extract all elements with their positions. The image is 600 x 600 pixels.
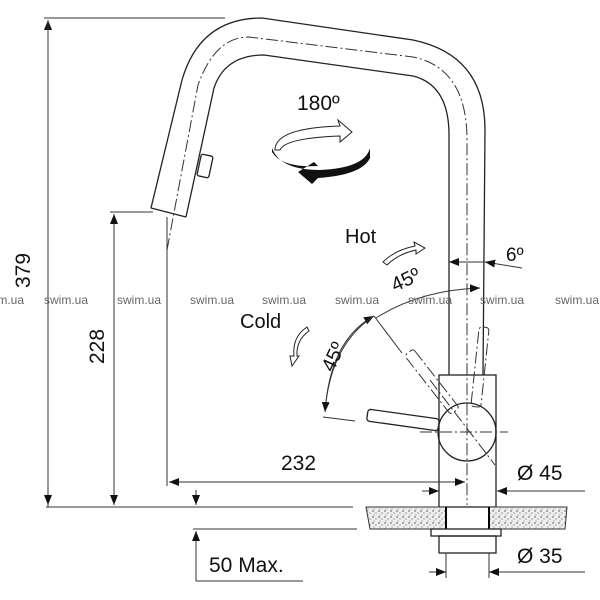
dimension-lines <box>44 17 585 582</box>
watermark: swim.ua <box>0 293 24 307</box>
hot-arrow-icon <box>382 241 426 266</box>
rotation-label: 180º <box>297 92 340 115</box>
rotation-arrow-icon <box>272 118 370 184</box>
watermark: swim.ua <box>335 293 379 307</box>
lever-up <box>470 326 490 408</box>
lever-open <box>405 349 459 414</box>
cold-label: Cold <box>240 311 281 333</box>
lever-closed <box>366 408 440 432</box>
reach-label: 232 <box>281 452 316 475</box>
base-diameter-label: Ø 45 <box>517 462 563 485</box>
watermark: swim.ua <box>408 293 452 307</box>
watermark-row: swim.ua swim.ua swim.ua swim.ua swim.ua … <box>0 293 599 307</box>
watermark: swim.ua <box>480 293 524 307</box>
spray-button <box>196 153 214 179</box>
total-height-label: 379 <box>12 253 35 288</box>
faucet-body <box>366 326 508 508</box>
spout <box>150 17 486 505</box>
tilt-label: 6º <box>506 245 524 266</box>
countertop <box>46 506 568 554</box>
cold-arrow-icon <box>289 326 310 368</box>
watermark: swim.ua <box>190 293 234 307</box>
shank-diameter-label: Ø 35 <box>517 545 563 568</box>
watermark: swim.ua <box>117 293 161 307</box>
counter-thickness-label: 50 Max. <box>209 554 284 577</box>
hot-label: Hot <box>345 226 377 248</box>
spout-height-label: 228 <box>86 329 109 364</box>
hot-angle-label: 45º <box>388 264 425 297</box>
watermark: swim.ua <box>555 293 599 307</box>
watermark: swim.ua <box>262 293 306 307</box>
watermark: swim.ua <box>44 293 88 307</box>
